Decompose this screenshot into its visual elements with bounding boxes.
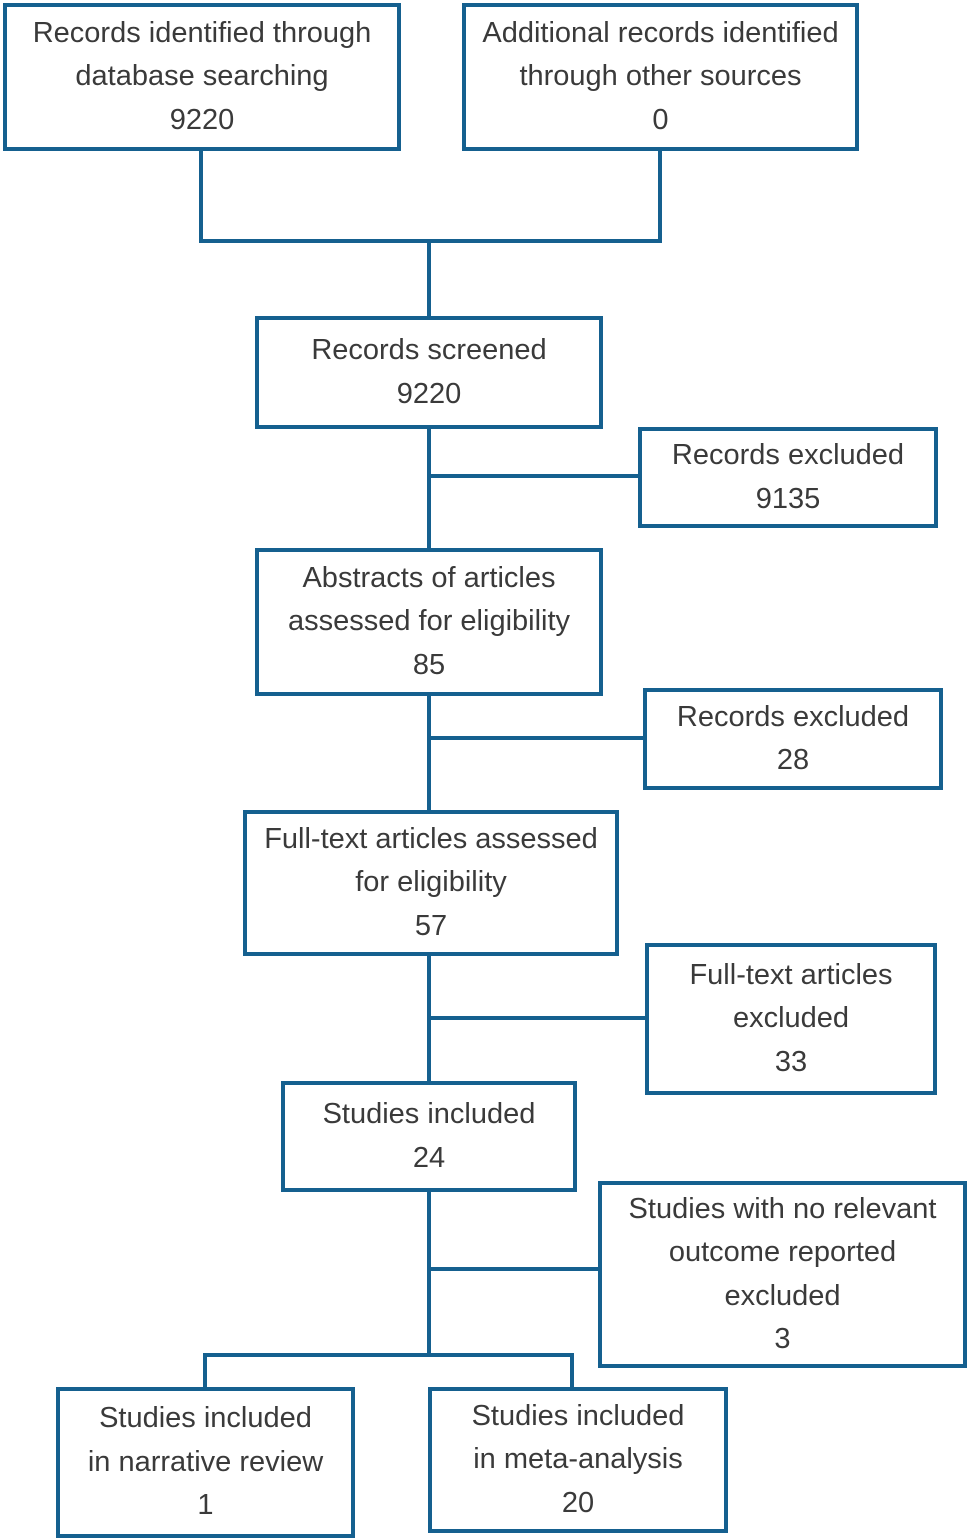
node-abstracts-assessed: Abstracts of articles assessed for eligi… bbox=[255, 548, 603, 696]
node-narrative-review: Studies included in narrative review 1 bbox=[56, 1387, 355, 1538]
node-label: Studies included in narrative review bbox=[87, 1402, 324, 1478]
node-label: Studies with no relevant outcome reporte… bbox=[628, 1192, 937, 1312]
node-count: 57 bbox=[414, 909, 448, 942]
node-records-excluded-abstracts: Records excluded 28 bbox=[643, 688, 943, 790]
connector-branch-records-excluded-28 bbox=[427, 736, 643, 740]
connector-branch-fulltext-excluded bbox=[427, 1016, 645, 1020]
connector-split-to-narrative bbox=[203, 1353, 207, 1387]
connector-included-down bbox=[427, 1192, 431, 1357]
connector-screened-to-abstracts bbox=[427, 429, 431, 548]
node-records-identified: Records identified through database sear… bbox=[3, 3, 401, 151]
node-label: Records identified through database sear… bbox=[32, 16, 372, 93]
node-label: Records excluded bbox=[676, 700, 910, 733]
connector-branch-no-outcome-excluded bbox=[427, 1267, 598, 1271]
node-label: Full-text articles assessed for eligibil… bbox=[264, 822, 598, 899]
connector-split-to-meta-analysis bbox=[570, 1353, 574, 1387]
node-label: Studies included bbox=[322, 1098, 536, 1130]
node-count: 85 bbox=[412, 648, 446, 681]
node-meta-analysis: Studies included in meta-analysis 20 bbox=[428, 1387, 728, 1533]
node-label: Records screened bbox=[311, 334, 547, 366]
node-count: 33 bbox=[774, 1045, 808, 1078]
node-count: 1 bbox=[197, 1489, 214, 1522]
node-label: Full-text articles excluded bbox=[689, 958, 893, 1035]
node-count: 3 bbox=[774, 1323, 791, 1355]
connector-to-screened bbox=[427, 239, 431, 317]
node-label: Studies included in meta-analysis bbox=[471, 1399, 685, 1476]
node-count: 24 bbox=[412, 1141, 446, 1174]
node-count: 28 bbox=[776, 744, 810, 776]
node-count: 9220 bbox=[169, 103, 235, 136]
node-fulltext-assessed: Full-text articles assessed for eligibil… bbox=[243, 810, 619, 956]
node-count: 9220 bbox=[396, 377, 462, 410]
node-label: Abstracts of articles assessed for eligi… bbox=[287, 561, 571, 638]
node-studies-included: Studies included 24 bbox=[281, 1081, 577, 1192]
connector-abstracts-to-fulltext bbox=[427, 695, 431, 810]
connector-split-horizontal bbox=[203, 1353, 574, 1357]
node-count: 0 bbox=[652, 103, 669, 136]
node-label: Additional records identified through ot… bbox=[482, 16, 839, 93]
connector-branch-records-excluded-9135 bbox=[427, 474, 638, 478]
node-additional-records: Additional records identified through ot… bbox=[462, 3, 859, 151]
connector-other-sources-down bbox=[658, 151, 662, 243]
connector-identified-down bbox=[199, 151, 203, 243]
node-count: 20 bbox=[561, 1486, 595, 1519]
node-fulltext-excluded: Full-text articles excluded 33 bbox=[645, 943, 937, 1095]
node-count: 9135 bbox=[755, 482, 821, 515]
node-label: Records excluded bbox=[671, 439, 905, 471]
node-records-screened: Records screened 9220 bbox=[255, 316, 603, 429]
node-no-relevant-outcome-excluded: Studies with no relevant outcome reporte… bbox=[598, 1181, 967, 1368]
node-records-excluded-screening: Records excluded 9135 bbox=[638, 427, 938, 528]
